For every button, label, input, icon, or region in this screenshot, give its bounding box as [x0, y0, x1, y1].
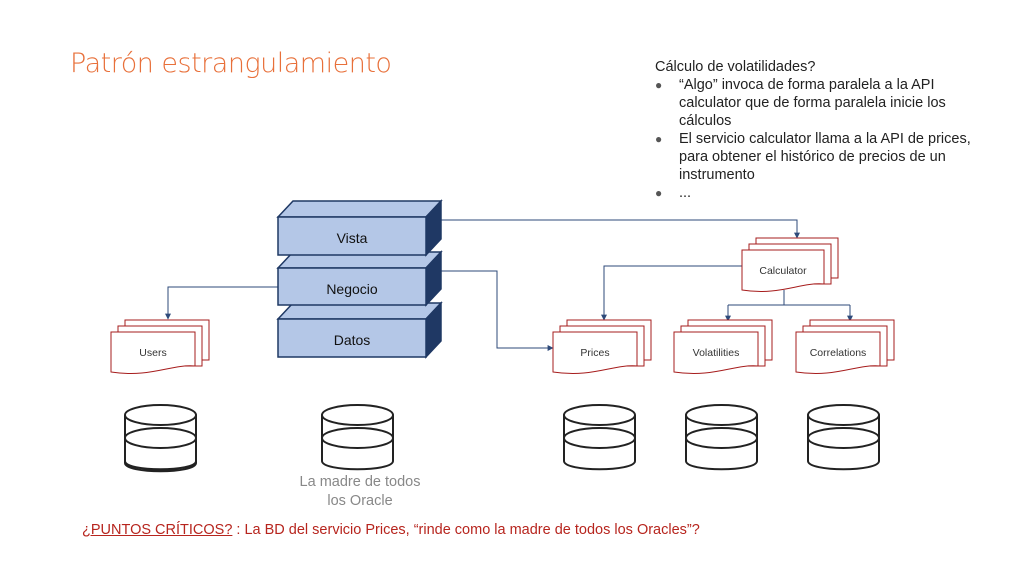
notes-panel: Cálculo de volatilidades? “Algo” invoca …	[655, 58, 985, 202]
layer-block-negocio: Negocio	[276, 250, 443, 307]
database-icon	[563, 404, 636, 471]
connector-vista-calculator	[441, 219, 800, 239]
list-item: El servicio calculator llama a la API de…	[655, 130, 985, 184]
service-correlations: Correlations	[795, 319, 895, 374]
list-item: ...	[655, 184, 985, 202]
service-volatilities: Volatilities	[673, 319, 773, 374]
layer-label-negocio: Negocio	[326, 281, 378, 297]
layer-block-vista: Vista	[276, 199, 443, 257]
service-label-volatilities: Volatilities	[693, 347, 740, 359]
database-icon	[685, 404, 758, 471]
service-calculator: Calculator	[741, 237, 839, 292]
database-icon	[321, 404, 394, 471]
service-users: Users	[110, 319, 210, 374]
notes-heading: Cálculo de volatilidades?	[655, 59, 816, 75]
slide-title: Patrón estrangulamiento	[70, 48, 392, 79]
critical-points-text: : La BD del servicio Prices, “rinde como…	[232, 522, 700, 538]
service-label-calculator: Calculator	[759, 265, 807, 277]
layer-block-datos: Datos	[276, 301, 443, 359]
database-icon	[124, 404, 197, 473]
database-icon	[807, 404, 880, 471]
connector-calculator-prices	[601, 265, 744, 321]
service-label-prices: Prices	[580, 347, 609, 359]
oracle-caption: La madre de todos los Oracle	[299, 474, 421, 509]
list-item: “Algo” invoca de forma paralela a la API…	[655, 76, 985, 130]
service-label-users: Users	[139, 347, 166, 359]
critical-points: ¿PUNTOS CRÍTICOS? : La BD del servicio P…	[82, 522, 700, 538]
layer-label-vista: Vista	[337, 230, 368, 246]
connector-calculator-children	[727, 290, 851, 320]
connector-negocio-users	[165, 286, 278, 320]
connectors	[165, 219, 853, 351]
layer-label-datos: Datos	[334, 332, 371, 348]
service-label-correlations: Correlations	[810, 347, 867, 359]
connector-negocio-prices	[441, 270, 554, 351]
service-prices: Prices	[552, 319, 652, 374]
notes-list: “Algo” invoca de forma paralela a la API…	[655, 76, 985, 202]
critical-points-link[interactable]: ¿PUNTOS CRÍTICOS?	[82, 522, 233, 538]
